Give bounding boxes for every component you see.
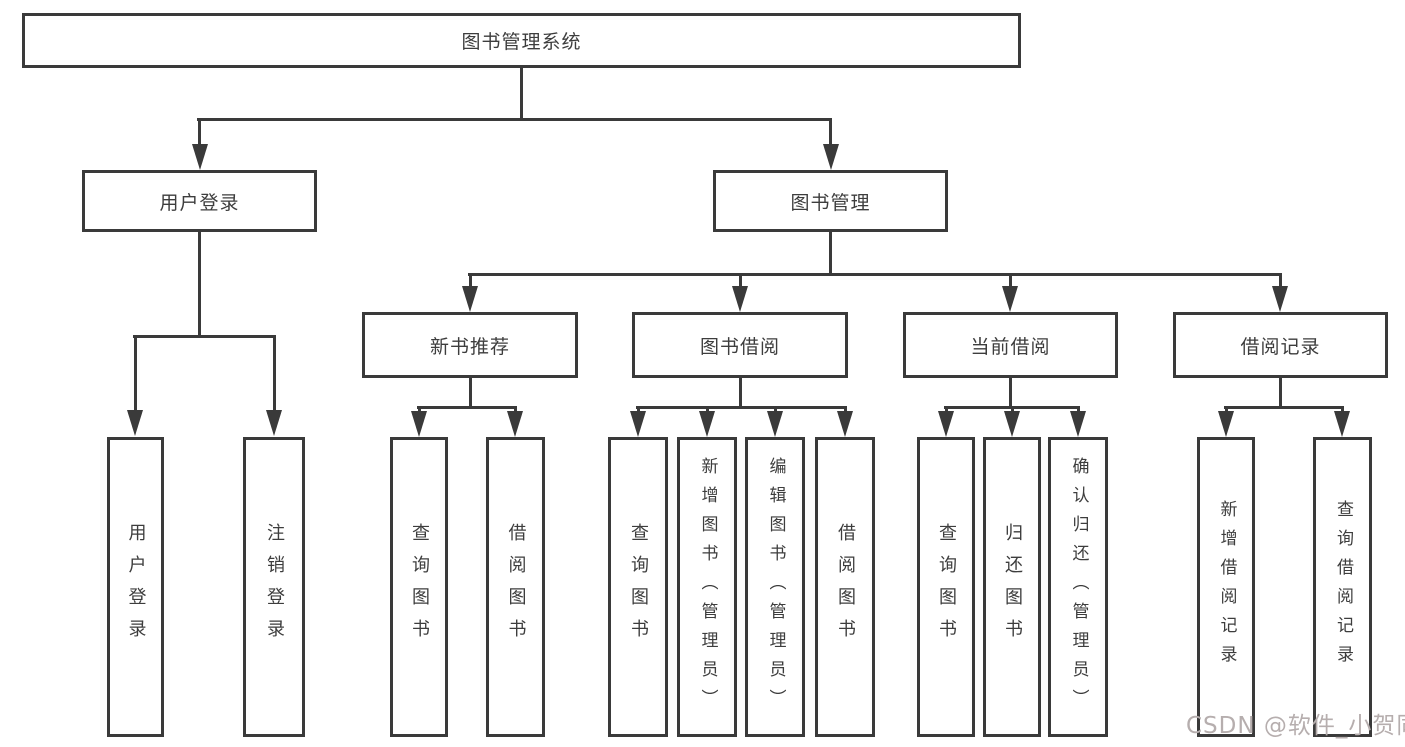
connector-leaf <box>418 406 421 414</box>
connector-user-login-stem <box>198 232 201 338</box>
arrow-down-icon <box>462 286 478 312</box>
arrow-down-icon <box>1272 286 1288 312</box>
connector-book-management-stem <box>829 232 832 276</box>
connector-leaf <box>514 406 517 414</box>
connector-to-book-borrowing <box>739 273 742 287</box>
arrow-down-icon <box>699 411 715 437</box>
leaf-label: 查询借阅记录 <box>1333 500 1353 674</box>
csdn-watermark: CSDN @软件_小贺同学 <box>1186 713 1405 739</box>
connector-root-rail <box>197 118 832 121</box>
arrow-down-icon <box>1334 411 1350 437</box>
leaf-label: 借阅图书 <box>505 523 527 651</box>
leaf-label: 注销登录 <box>264 523 285 651</box>
arrow-down-icon <box>767 411 783 437</box>
node-root-label: 图书管理系统 <box>461 31 582 53</box>
arrow-down-icon <box>1218 411 1234 437</box>
node-leaf-query-books-borrowing: 查询图书 <box>608 437 668 737</box>
arrow-down-icon <box>411 411 427 437</box>
connector-borrowing-records-rail <box>1224 406 1344 409</box>
leaf-label: 确认归还（管理员） <box>1068 456 1089 718</box>
connector-leaf <box>945 406 948 414</box>
connector-current-borrowing-stem <box>1009 378 1012 409</box>
connector-user-login-rail <box>133 335 276 338</box>
connector-leaf <box>1341 406 1344 414</box>
connector-to-new-book-recommend <box>469 273 472 287</box>
connector-leaf <box>1011 406 1014 414</box>
arrow-down-icon <box>127 410 143 436</box>
connector-root-to-user-login <box>198 118 201 146</box>
arrow-down-icon <box>938 411 954 437</box>
node-root: 图书管理系统 <box>22 13 1021 68</box>
arrow-down-icon <box>192 144 208 170</box>
connector-book-borrowing-rail <box>636 406 847 409</box>
connector-to-borrowing-records <box>1279 273 1282 287</box>
node-borrowing-records: 借阅记录 <box>1173 312 1388 378</box>
arrow-down-icon <box>823 144 839 170</box>
arrow-down-icon <box>837 411 853 437</box>
node-book-borrowing-label: 图书借阅 <box>699 335 780 358</box>
node-leaf-add-books-admin: 新增图书（管理员） <box>677 437 737 737</box>
leaf-label: 新增借阅记录 <box>1216 500 1237 674</box>
node-leaf-borrow-books-recommend: 借阅图书 <box>486 437 545 737</box>
connector-to-leaf-logout <box>273 335 276 412</box>
connector-book-management-rail <box>468 273 1282 276</box>
connector-root-to-book-management <box>829 118 832 146</box>
arrow-down-icon <box>1004 411 1020 437</box>
connector-leaf <box>774 406 777 414</box>
connector-to-leaf-user-login <box>134 335 137 412</box>
arrow-down-icon <box>630 411 646 437</box>
node-book-management-label: 图书管理 <box>790 191 871 214</box>
leaf-label: 查询图书 <box>628 523 649 651</box>
node-borrowing-records-label: 借阅记录 <box>1240 335 1321 358</box>
leaf-label: 查询图书 <box>409 523 430 651</box>
node-leaf-edit-books-admin: 编辑图书（管理员） <box>745 437 805 737</box>
leaf-label: 查询图书 <box>936 523 957 651</box>
connector-root-stem <box>520 68 523 121</box>
node-new-book-recommend-label: 新书推荐 <box>429 335 510 358</box>
node-user-login-label: 用户登录 <box>159 191 240 214</box>
leaf-label: 归还图书 <box>1002 523 1023 651</box>
node-user-login: 用户登录 <box>82 170 317 232</box>
connector-borrowing-records-stem <box>1279 378 1282 409</box>
node-leaf-borrow-books: 借阅图书 <box>815 437 875 737</box>
node-leaf-query-books-recommend: 查询图书 <box>390 437 448 737</box>
arrow-down-icon <box>1070 411 1086 437</box>
node-leaf-return-books: 归还图书 <box>983 437 1041 737</box>
arrow-down-icon <box>266 410 282 436</box>
node-book-borrowing: 图书借阅 <box>632 312 848 378</box>
connector-leaf <box>844 406 847 414</box>
connector-leaf <box>1077 406 1080 414</box>
connector-leaf <box>1225 406 1228 414</box>
leaf-label: 借阅图书 <box>835 523 856 651</box>
node-leaf-query-borrow-record: 查询借阅记录 <box>1313 437 1372 737</box>
arrow-down-icon <box>1002 286 1018 312</box>
node-leaf-confirm-return-admin: 确认归还（管理员） <box>1048 437 1108 737</box>
connector-leaf <box>706 406 709 414</box>
connector-new-book-recommend-rail <box>417 406 517 409</box>
node-leaf-user-login: 用户登录 <box>107 437 164 737</box>
leaf-label: 用户登录 <box>125 523 147 651</box>
connector-new-book-recommend-stem <box>469 378 472 409</box>
node-leaf-add-borrow-record: 新增借阅记录 <box>1197 437 1255 737</box>
node-leaf-query-books-current: 查询图书 <box>917 437 975 737</box>
node-leaf-logout: 注销登录 <box>243 437 305 737</box>
node-book-management: 图书管理 <box>713 170 948 232</box>
leaf-label: 编辑图书（管理员） <box>765 456 786 718</box>
node-new-book-recommend: 新书推荐 <box>362 312 578 378</box>
node-current-borrowing: 当前借阅 <box>903 312 1118 378</box>
node-current-borrowing-label: 当前借阅 <box>970 335 1051 358</box>
leaf-label: 新增图书（管理员） <box>697 456 718 718</box>
arrow-down-icon <box>732 286 748 312</box>
connector-book-borrowing-stem <box>739 378 742 409</box>
connector-to-current-borrowing <box>1009 273 1012 287</box>
arrow-down-icon <box>507 411 523 437</box>
connector-leaf <box>637 406 640 414</box>
